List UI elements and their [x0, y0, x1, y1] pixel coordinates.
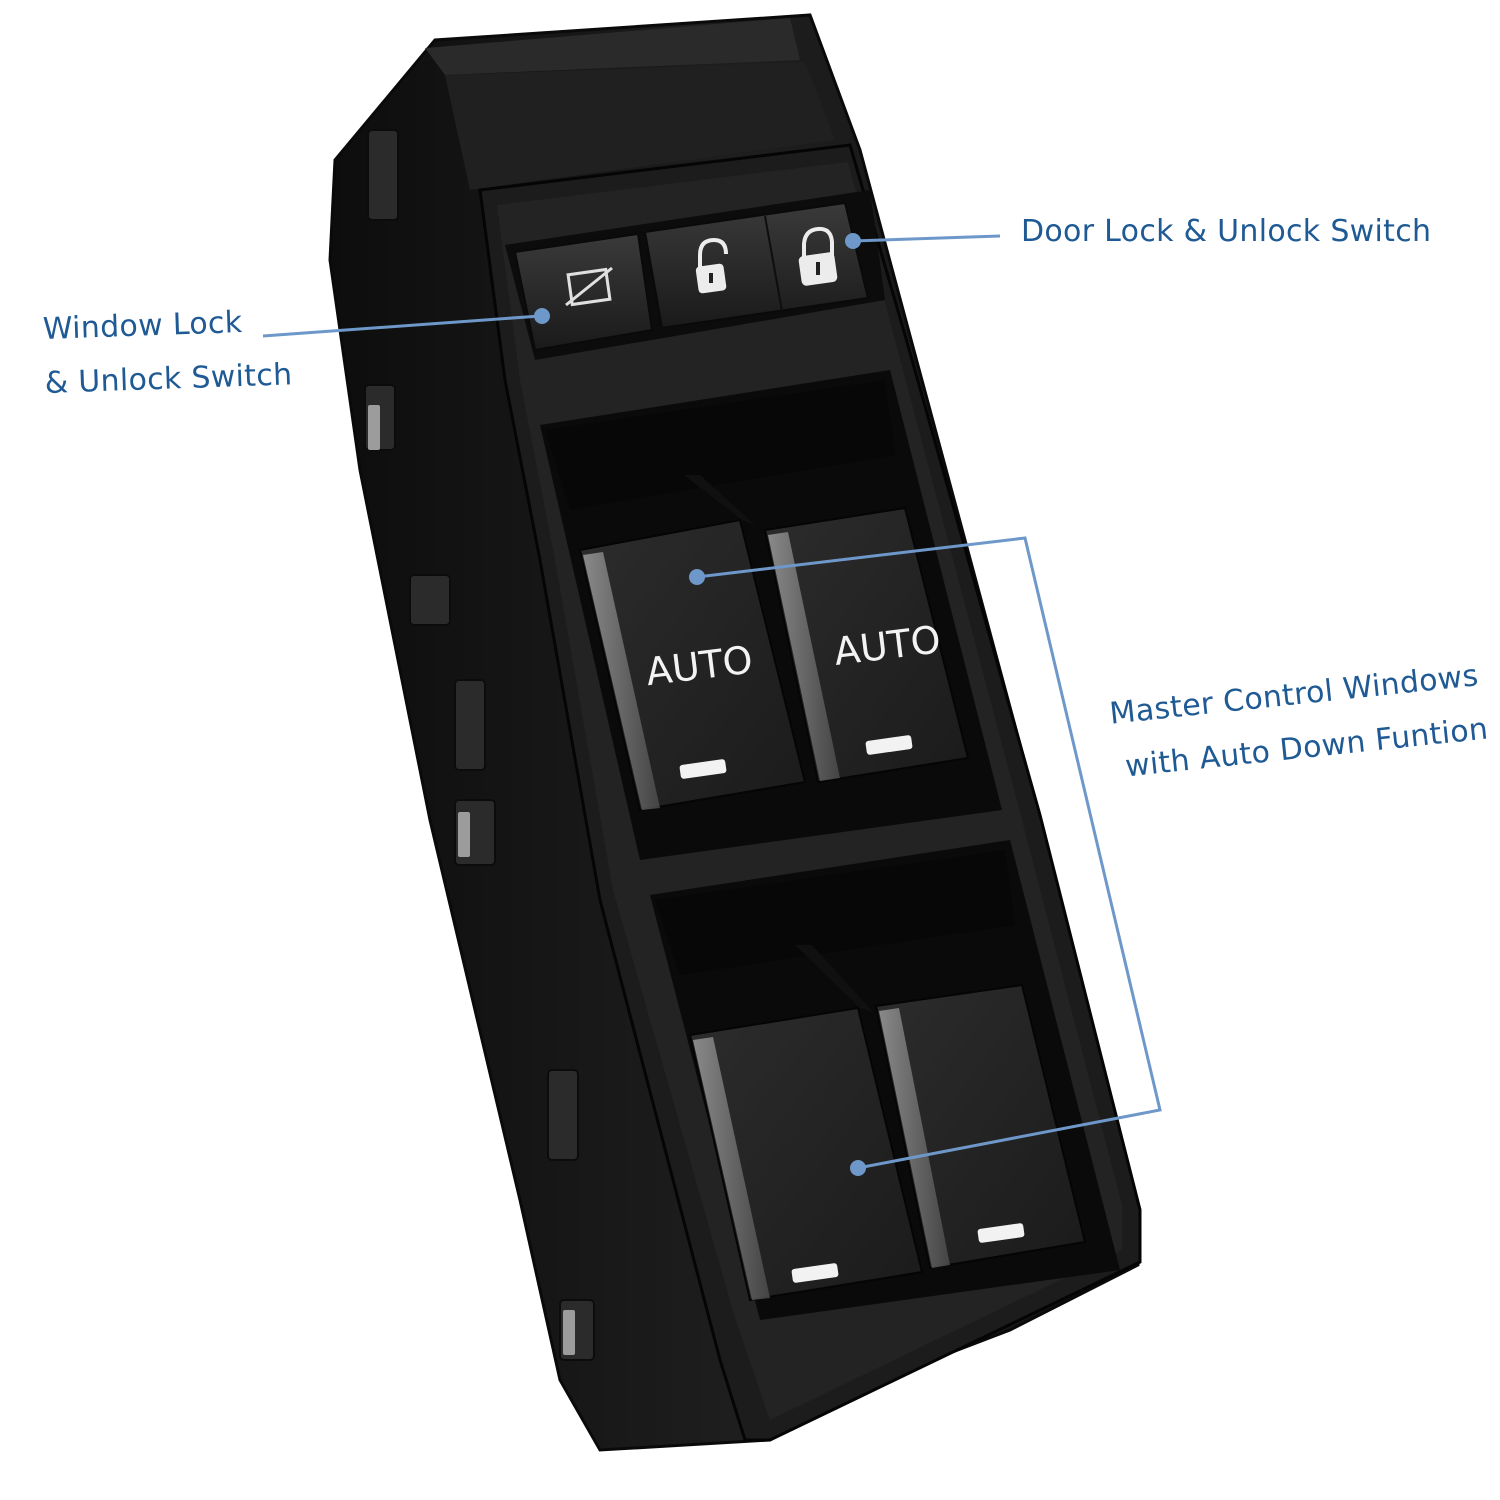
door-lock-rocker[interactable] — [643, 201, 870, 330]
callout-leader-lines — [262, 234, 1162, 1170]
callout-window-lock-line2: & Unlock Switch — [44, 357, 293, 401]
leader-door-lock — [852, 234, 1001, 243]
indicator-lamp — [679, 759, 727, 779]
padlock-closed-icon — [798, 226, 838, 286]
window-switch-front-left[interactable]: AUTO — [578, 475, 807, 812]
callout-dots — [534, 233, 866, 1176]
window-switch-rear-left[interactable] — [688, 945, 924, 1302]
window-switch-rear-right[interactable] — [874, 983, 1087, 1270]
indicator-lamp — [865, 735, 913, 755]
indicator-lamp — [977, 1223, 1025, 1243]
callout-window-lock: Window Lock & Unlock Switch — [42, 294, 293, 411]
window-lock-button[interactable] — [513, 232, 654, 352]
padlock-open-icon — [695, 237, 728, 294]
window-switch-front-right[interactable]: AUTO — [763, 506, 970, 784]
indicator-lamp — [791, 1263, 839, 1283]
callout-door-lock: Door Lock & Unlock Switch — [1021, 205, 1431, 259]
window-lock-icon — [565, 266, 613, 307]
callout-door-lock-text: Door Lock & Unlock Switch — [1021, 214, 1432, 249]
metal-tabs — [368, 405, 575, 1355]
callout-window-lock-line1: Window Lock — [42, 305, 243, 347]
leader-master-control — [696, 536, 1162, 1170]
leader-window-lock — [262, 314, 541, 338]
